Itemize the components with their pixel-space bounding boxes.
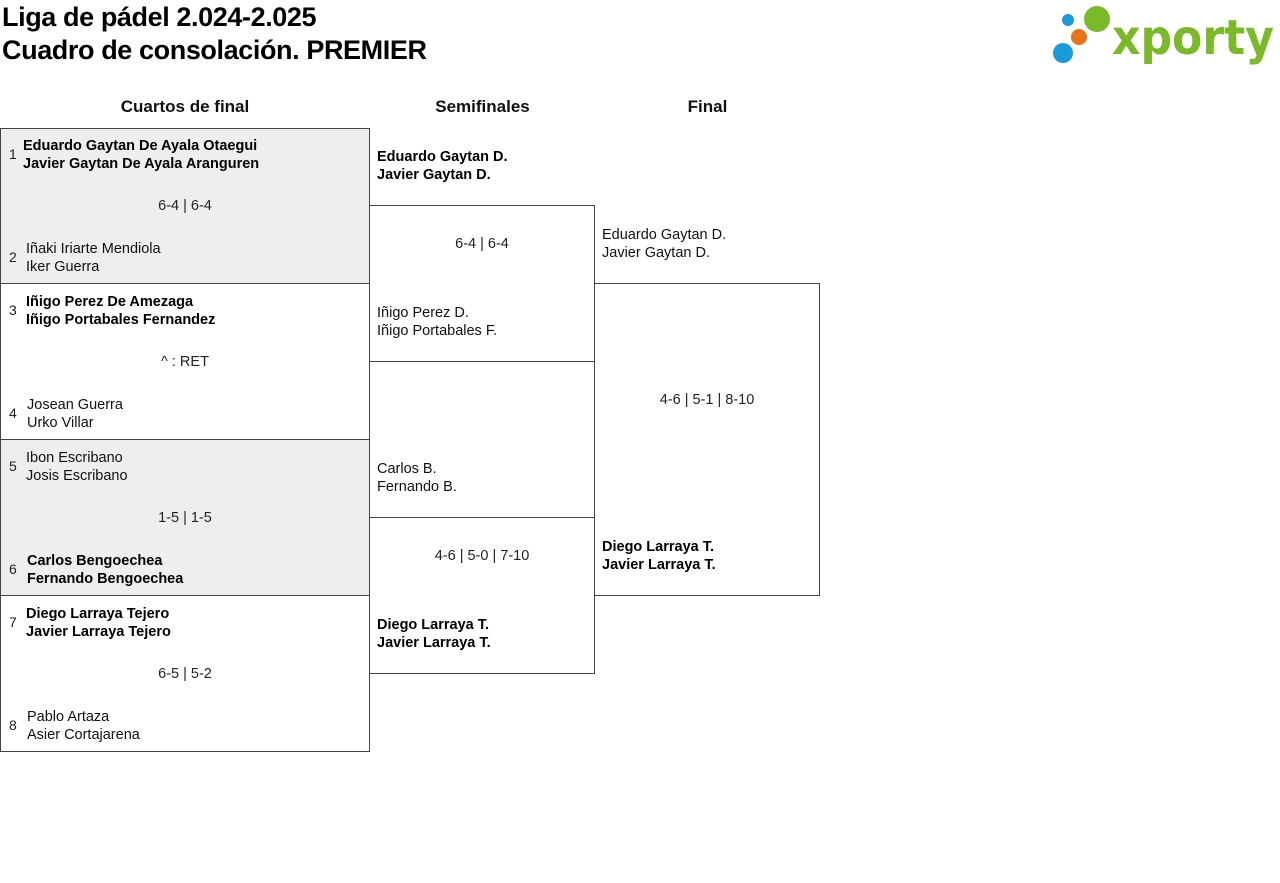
player-name: Urko Villar xyxy=(27,415,94,431)
player-name: Iñigo Perez De Amezaga xyxy=(26,294,194,310)
seed-number: 5 xyxy=(9,458,17,474)
player-name: Fernando Bengoechea xyxy=(27,571,184,587)
match-score: 4-6 | 5-0 | 7-10 xyxy=(434,548,530,564)
player-name: Iñigo Portabales F. xyxy=(377,323,498,339)
player-name: Josis Escribano xyxy=(26,468,128,484)
player-name: Iñaki Iriarte Mendiola xyxy=(26,241,161,257)
semifinal-1-team-top: Eduardo Gaytan D. Javier Gaytan D. xyxy=(377,148,508,184)
round-header-semifinals: Semifinales xyxy=(435,97,530,116)
seed-number: 7 xyxy=(9,614,17,630)
xporty-logo: xporty xyxy=(1053,6,1274,66)
logo-dot-blue-small xyxy=(1062,14,1074,26)
player-name: Ibon Escribano xyxy=(26,450,123,466)
player-name: Diego Larraya Tejero xyxy=(26,606,170,622)
final-team-bottom: Diego Larraya T. Javier Larraya T. xyxy=(602,538,716,574)
semifinal-2-team-top: Carlos B. Fernando B. xyxy=(377,460,457,496)
seed-number: 1 xyxy=(9,146,17,162)
player-name: Iker Guerra xyxy=(26,259,100,275)
match-score: 6-5 | 5-2 xyxy=(158,666,212,682)
player-name: Asier Cortajarena xyxy=(27,727,140,743)
semifinal-1-team-bottom: Iñigo Perez D. Iñigo Portabales F. xyxy=(377,304,497,340)
player-name: Javier Gaytan De Ayala Aranguren xyxy=(23,156,260,172)
team-seed-4: Josean Guerra Urko Villar xyxy=(27,396,123,432)
logo-dot-blue xyxy=(1053,43,1073,63)
player-name: Eduardo Gaytan D. xyxy=(602,227,727,243)
player-name: Iñigo Perez D. xyxy=(377,305,469,321)
semifinal-2-team-bottom: Diego Larraya T. Javier Larraya T. xyxy=(377,616,491,652)
team-seed-2: Iñaki Iriarte Mendiola Iker Guerra xyxy=(26,240,161,276)
match-score: 6-4 | 6-4 xyxy=(158,198,212,214)
player-name: Iñigo Portabales Fernandez xyxy=(26,312,216,328)
player-name: Javier Gaytan D. xyxy=(377,167,491,183)
quarterfinal-match-4: 7 Diego Larraya Tejero Javier Larraya Te… xyxy=(0,595,370,752)
player-name: Eduardo Gaytan De Ayala Otaegui xyxy=(23,138,258,154)
match-score: 1-5 | 1-5 xyxy=(158,510,212,526)
seed-number: 6 xyxy=(9,561,17,577)
round-header-quarterfinals: Cuartos de final xyxy=(120,97,250,116)
match-score: ^ : RET xyxy=(161,354,209,370)
logo-dot-orange xyxy=(1071,29,1087,45)
round-header-final: Final xyxy=(687,97,728,116)
seed-number: 8 xyxy=(9,717,17,733)
player-name: Diego Larraya T. xyxy=(377,617,490,633)
player-name: Diego Larraya T. xyxy=(602,539,715,555)
player-name: Javier Larraya Tejero xyxy=(26,624,171,640)
final-match: 4-6 | 5-1 | 8-10 Diego Larraya T. Javier… xyxy=(594,283,820,596)
player-name: Fernando B. xyxy=(377,479,457,495)
player-name: Eduardo Gaytan D. xyxy=(377,149,508,165)
player-name: Javier Gaytan D. xyxy=(602,245,710,261)
match-score: 6-4 | 6-4 xyxy=(455,236,509,252)
quarterfinal-match-3: 5 Ibon Escribano Josis Escribano 1-5 | 1… xyxy=(0,439,370,596)
match-score: 4-6 | 5-1 | 8-10 xyxy=(659,392,755,408)
seed-number: 2 xyxy=(9,249,17,265)
quarterfinal-match-1: 1 Eduardo Gaytan De Ayala Otaegui Javier… xyxy=(0,128,370,284)
team-seed-1: Eduardo Gaytan De Ayala Otaegui Javier G… xyxy=(23,137,259,173)
page-subtitle: Cuadro de consolación. PREMIER xyxy=(2,35,427,65)
team-seed-6: Carlos Bengoechea Fernando Bengoechea xyxy=(27,552,183,588)
team-seed-3: Iñigo Perez De Amezaga Iñigo Portabales … xyxy=(26,293,215,329)
final-team-top: Eduardo Gaytan D. Javier Gaytan D. xyxy=(602,226,726,262)
semifinal-match-2: 4-6 | 5-0 | 7-10 Diego Larraya T. Javier… xyxy=(369,517,595,674)
player-name: Carlos Bengoechea xyxy=(27,553,163,569)
team-seed-7: Diego Larraya Tejero Javier Larraya Teje… xyxy=(26,605,171,641)
logo-text: xporty xyxy=(1112,10,1274,66)
seed-number: 4 xyxy=(9,405,17,421)
team-seed-5: Ibon Escribano Josis Escribano xyxy=(26,449,128,485)
player-name: Javier Larraya T. xyxy=(602,557,716,573)
player-name: Josean Guerra xyxy=(27,397,123,413)
player-name: Carlos B. xyxy=(377,461,437,477)
page-title: Liga de pádel 2.024-2.025 xyxy=(2,2,317,32)
player-name: Javier Larraya T. xyxy=(377,635,491,651)
player-name: Pablo Artaza xyxy=(27,709,110,725)
seed-number: 3 xyxy=(9,302,17,318)
quarterfinal-match-2: 3 Iñigo Perez De Amezaga Iñigo Portabale… xyxy=(0,283,370,440)
semifinal-match-1: 6-4 | 6-4 Iñigo Perez D. Iñigo Portabale… xyxy=(369,205,595,362)
logo-dot-green xyxy=(1084,6,1110,32)
team-seed-8: Pablo Artaza Asier Cortajarena xyxy=(27,708,140,744)
